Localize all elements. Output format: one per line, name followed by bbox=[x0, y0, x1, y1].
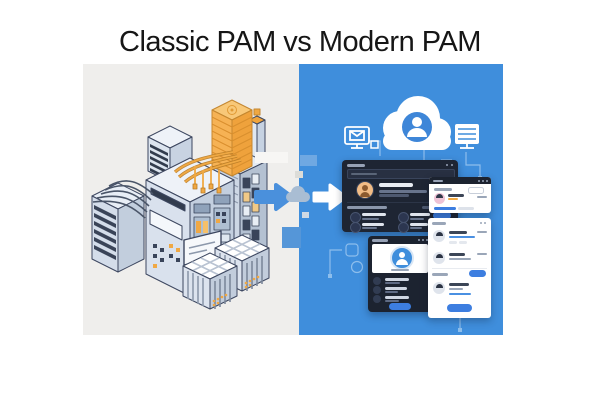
card-label-text bbox=[432, 222, 446, 225]
item-sub-text bbox=[362, 227, 377, 229]
item-sub-text bbox=[410, 218, 424, 220]
window-control-icon bbox=[446, 164, 448, 166]
action-button bbox=[433, 212, 451, 219]
item-icon bbox=[398, 222, 409, 233]
item-sub-text bbox=[410, 227, 422, 229]
list-avatar bbox=[373, 286, 381, 294]
item-icon bbox=[350, 222, 361, 233]
row-meta-text bbox=[477, 253, 487, 255]
transition-cloud-icon bbox=[286, 186, 310, 202]
user-subtitle-text bbox=[379, 190, 427, 193]
search-input bbox=[347, 169, 455, 179]
list-title-text bbox=[385, 278, 409, 281]
user-list-card bbox=[428, 218, 491, 318]
card-label-text bbox=[434, 188, 452, 191]
permissions-card bbox=[429, 177, 491, 213]
modern-cloud-graphics bbox=[328, 96, 482, 332]
primary-button bbox=[447, 304, 472, 312]
action-button bbox=[469, 270, 486, 277]
user-avatar bbox=[433, 230, 445, 242]
section-label-text bbox=[347, 206, 387, 209]
arrow-right-white-icon bbox=[312, 183, 348, 211]
user-name-text bbox=[391, 269, 409, 271]
member-name-text bbox=[448, 194, 464, 197]
item-title-text bbox=[410, 213, 430, 216]
transition-block bbox=[300, 155, 317, 166]
section-label-text bbox=[432, 273, 448, 276]
window-title-text bbox=[347, 164, 365, 167]
user-name-text bbox=[449, 231, 467, 234]
item-title-text bbox=[362, 223, 384, 226]
list-sub-text bbox=[385, 300, 399, 302]
user-avatar bbox=[433, 252, 445, 264]
member-rating-text bbox=[448, 198, 458, 200]
item-title-text bbox=[410, 223, 428, 226]
user-sub-text bbox=[449, 258, 471, 260]
list-title-text bbox=[385, 287, 407, 290]
user-sub-text bbox=[449, 288, 463, 290]
server-stack-icon bbox=[455, 124, 479, 149]
page-title: Classic PAM vs Modern PAM bbox=[119, 26, 481, 58]
user-link-text bbox=[449, 293, 471, 295]
transition-block bbox=[282, 227, 301, 248]
tag-pill bbox=[459, 241, 467, 244]
member-meta-text bbox=[477, 196, 487, 198]
classic-servers-illustration bbox=[91, 99, 270, 310]
divider bbox=[432, 268, 487, 269]
mobile-app-card bbox=[368, 236, 432, 312]
transition-block bbox=[302, 212, 309, 218]
user-name-text bbox=[379, 183, 413, 187]
transition-block bbox=[295, 171, 303, 178]
filter-control bbox=[468, 186, 484, 194]
window-control-icon bbox=[451, 164, 453, 166]
card-title-text bbox=[372, 239, 388, 242]
list-title-text bbox=[385, 296, 409, 299]
row-meta-text bbox=[477, 231, 487, 233]
user-link-text bbox=[449, 236, 475, 238]
member-avatar bbox=[434, 193, 445, 204]
monitor-mail-icon bbox=[344, 126, 370, 149]
cloud-user-icon bbox=[383, 96, 451, 150]
progress-bar bbox=[434, 207, 456, 210]
card-header bbox=[429, 177, 491, 184]
user-avatar-blue bbox=[390, 246, 414, 270]
user-avatar bbox=[433, 282, 445, 294]
list-sub-text bbox=[385, 291, 398, 293]
user-subtitle-text bbox=[379, 194, 409, 197]
progress-track bbox=[458, 207, 474, 210]
node-square-icon bbox=[370, 140, 379, 149]
arrow-right-blue-icon bbox=[254, 183, 294, 211]
item-sub-text bbox=[362, 218, 379, 220]
list-avatar bbox=[373, 277, 381, 285]
tag-pill bbox=[449, 241, 457, 244]
transition-arrows bbox=[254, 183, 348, 211]
item-title-text bbox=[362, 213, 386, 216]
primary-button bbox=[389, 303, 411, 310]
list-sub-text bbox=[385, 282, 400, 284]
user-name-text bbox=[449, 283, 469, 286]
user-name-text bbox=[449, 253, 465, 256]
list-avatar bbox=[373, 295, 381, 303]
search-placeholder-text bbox=[351, 172, 377, 175]
transition-block bbox=[255, 152, 288, 163]
user-avatar bbox=[356, 181, 374, 199]
divider bbox=[347, 202, 453, 203]
profile-section bbox=[372, 244, 428, 273]
